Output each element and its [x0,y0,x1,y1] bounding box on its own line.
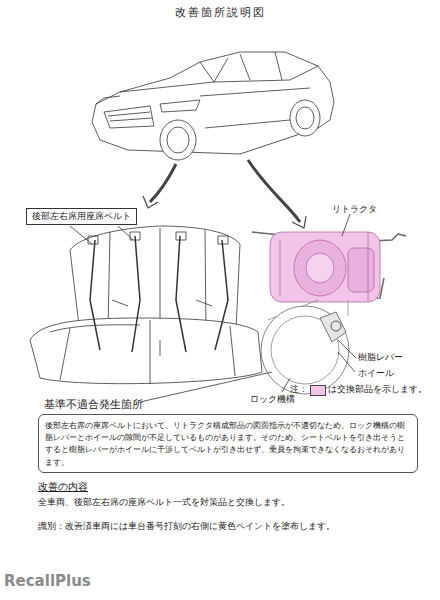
part-label-box: 後部左右席用座席ベルト [26,208,137,225]
body-text: 識別：改善済車両には車台番号打刻の右側に黄色ペイントを塗布します。 [38,521,335,531]
body-text: 全車両、後部左右席の座席ベルト一式を対策品と交換します。 [38,497,290,507]
box-heading: 基準不適合発生箇所 [38,398,418,412]
diagram-title: 改善箇所説明図 [175,6,266,19]
part-name: ロック機構 [250,394,295,404]
defect-box: 基準不適合発生箇所後部左右席の座席ベルトにおいて、リトラクタ構成部品の図面指示が… [38,398,418,473]
watermark: RecallPlus [4,572,91,590]
note: 注： [290,384,308,394]
section-heading: 改善の内容 [38,481,88,492]
part-name: リトラクタ [332,204,377,215]
part-name: 樹脂レバー [358,352,403,362]
legend-text: は交換部品を示します。 [328,384,427,394]
label-text: 後部左右席用座席ベルト [26,208,137,225]
part-name: ホイール [358,368,394,378]
legend-swatch [310,385,326,396]
box-body: 後部左右席の座席ベルトにおいて、リトラクタ構成部品の図面指示が不適切なため、ロッ… [38,414,418,473]
